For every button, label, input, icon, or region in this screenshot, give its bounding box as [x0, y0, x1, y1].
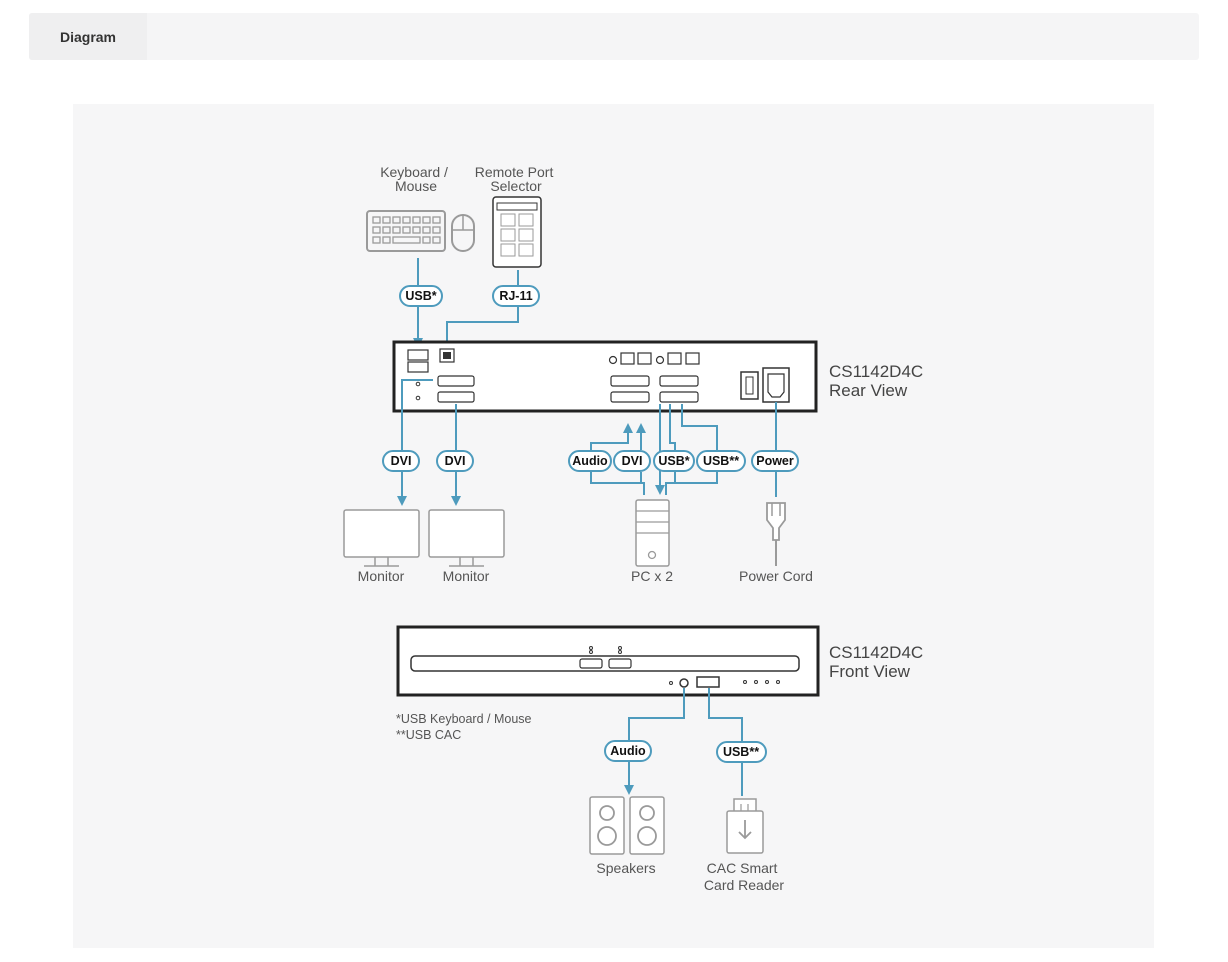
rear-rj11-port — [439, 348, 455, 363]
pc-usb-audio-ports — [608, 352, 700, 365]
rear-led — [415, 381, 421, 387]
front-audio-cable — [624, 688, 685, 795]
front-led — [669, 681, 673, 685]
remote-port-selector-icon — [492, 196, 542, 268]
pc-usb-cable — [669, 404, 676, 451]
pc-usb-cac-cable — [681, 404, 718, 451]
monitor-2-label: Monitor — [443, 568, 490, 584]
mouse-icon — [451, 214, 475, 252]
rear-model-label: CS1142D4C — [829, 362, 923, 381]
dvi-pill-1: DVI — [382, 450, 420, 472]
front-usb-port — [696, 676, 720, 688]
front-panel-bar — [410, 655, 800, 672]
console-dvi-ports — [437, 375, 475, 403]
front-audio-jack — [679, 678, 689, 688]
cac-reader-label: CAC Smart Card Reader — [704, 860, 784, 893]
front-model-label: CS1142D4C — [829, 643, 923, 662]
rear-usb-ports — [407, 349, 429, 373]
front-leds — [743, 680, 780, 684]
svg-text:DVI: DVI — [391, 454, 412, 468]
monitor-1-label: Monitor — [358, 568, 405, 584]
monitor-icon — [343, 509, 420, 567]
svg-text:DVI: DVI — [622, 454, 643, 468]
rear-led — [415, 395, 421, 401]
svg-text:Audio: Audio — [610, 744, 646, 758]
power-pill: Power — [751, 450, 799, 472]
keyboard-icon — [366, 210, 446, 252]
power-switch — [740, 371, 759, 400]
front-view-label: Front View — [829, 662, 911, 681]
power-socket — [762, 367, 790, 403]
pc-bundle-cable — [590, 472, 718, 495]
front-usb-cac-pill: USB** — [716, 741, 767, 763]
svg-text:RJ-11: RJ-11 — [499, 289, 532, 303]
pc-usb-pill: USB* — [653, 450, 695, 472]
svg-text:USB*: USB* — [405, 289, 436, 303]
keyboard-mouse-label: Keyboard / Mouse — [380, 164, 452, 194]
pc-dvi-ports — [610, 375, 699, 403]
monitor-icon — [428, 509, 505, 567]
power-cord-label: Power Cord — [739, 568, 813, 584]
cac-reader-icon — [726, 798, 764, 854]
usb-km-pill: USB* — [399, 285, 443, 307]
rear-view-label: Rear View — [829, 381, 908, 400]
pc-tower-icon — [635, 499, 670, 567]
tab-diagram[interactable]: Diagram — [29, 13, 147, 60]
speaker-icon — [589, 796, 625, 855]
remote-port-selector-label: Remote Port Selector — [475, 164, 557, 194]
rj11-cable — [446, 270, 519, 348]
pc-dvi-pill: DVI — [613, 450, 651, 472]
power-plug-icon — [766, 502, 786, 566]
svg-text:Audio: Audio — [572, 454, 608, 468]
speaker-icon — [629, 796, 665, 855]
svg-text:DVI: DVI — [445, 454, 466, 468]
svg-text:USB**: USB** — [723, 745, 759, 759]
rj11-pill: RJ-11 — [492, 285, 540, 307]
svg-text:Power: Power — [756, 454, 794, 468]
footnote-usb-cac: **USB CAC — [396, 728, 461, 742]
svg-text:USB*: USB* — [658, 454, 689, 468]
front-audio-pill: Audio — [604, 740, 652, 762]
speakers-label: Speakers — [596, 860, 655, 876]
dvi-pill-2: DVI — [436, 450, 474, 472]
pc-audio-pill: Audio — [568, 450, 612, 472]
svg-text:USB**: USB** — [703, 454, 739, 468]
pc-usb-cac-pill: USB** — [696, 450, 746, 472]
port-select-buttons — [579, 646, 632, 669]
footnote-usb-km: *USB Keyboard / Mouse — [396, 712, 532, 726]
pc-label: PC x 2 — [631, 568, 673, 584]
tab-bar: Diagram — [29, 13, 1199, 60]
